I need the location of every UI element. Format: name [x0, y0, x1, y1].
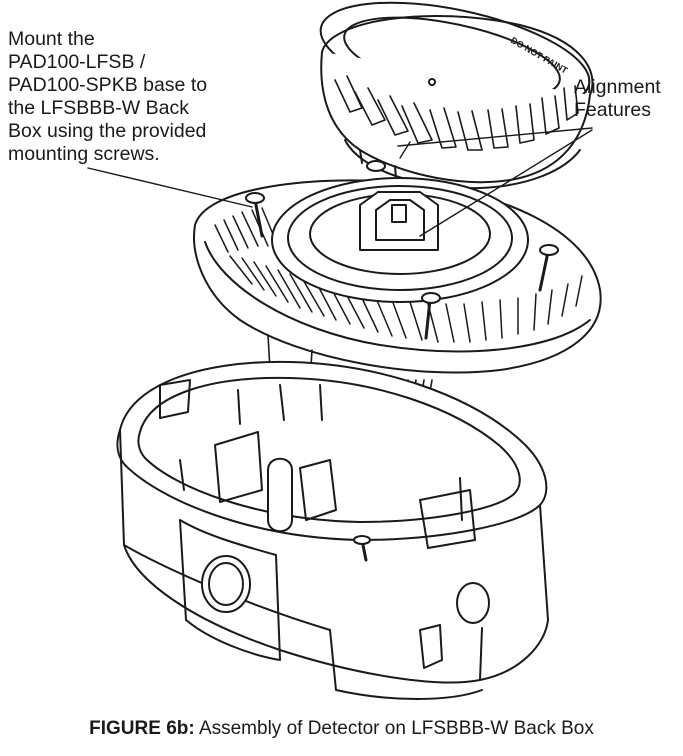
- detector-head: [319, 1, 594, 190]
- detector-base: [193, 177, 602, 374]
- back-box: [116, 360, 549, 700]
- alignment-leader-line-lower: [419, 129, 593, 237]
- alignment-leader-line-upper: [397, 127, 593, 147]
- figure-caption: FIGURE 6b: Assembly of Detector on LFSBB…: [0, 718, 683, 740]
- mounting-instruction: Mount the PAD100-LFSB / PAD100-SPKB base…: [8, 28, 208, 165]
- figure-label: FIGURE 6b:: [89, 718, 195, 739]
- alignment-nub: [366, 160, 386, 172]
- mount-leader-line: [87, 167, 253, 208]
- leader-lines: [87, 127, 593, 237]
- alignment-features-label: Alignment Features: [574, 76, 661, 121]
- figure-caption-text: Assembly of Detector on LFSBBB-W Back Bo…: [198, 718, 594, 739]
